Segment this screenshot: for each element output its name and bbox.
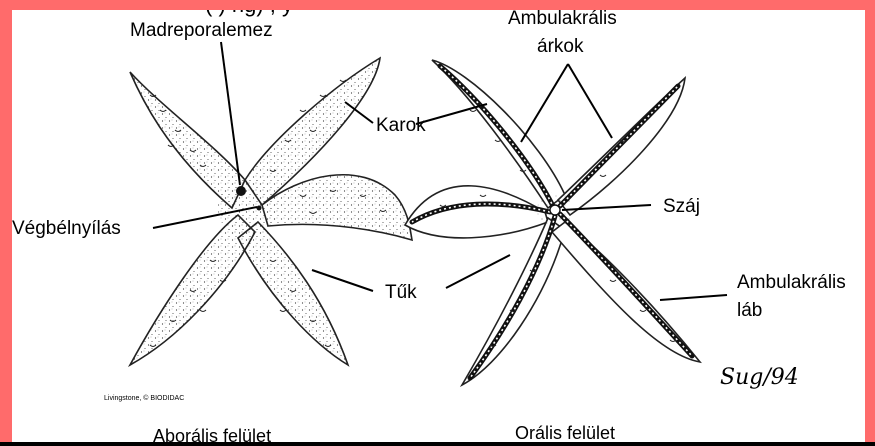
leader-arms-oral — [416, 104, 487, 124]
credit-text: Livingstone, © BIODIDAC — [104, 395, 184, 402]
aboral-arm-lower-left — [130, 215, 255, 365]
aboral-starfish — [130, 58, 412, 365]
aboral-arm-lower-right — [238, 222, 348, 365]
leader-lines — [153, 42, 727, 300]
label-tube-feet-line1: Ambulakrális — [737, 272, 846, 293]
label-arms: Karok — [376, 115, 426, 136]
caption-oral: Orális felület — [515, 423, 615, 444]
madreporite-plate — [236, 186, 246, 196]
anus-dot — [257, 206, 262, 211]
label-tube-feet-line2: láb — [737, 300, 762, 321]
leader-grooves-left — [521, 64, 568, 142]
oral-arm-upper-left — [432, 60, 565, 208]
label-spines: Tűk — [385, 282, 417, 303]
header-fragment: ( ) ng) , y — [205, 10, 293, 17]
leader-spines-oral — [446, 255, 510, 288]
bottom-border — [0, 442, 875, 446]
oral-arm-left — [405, 186, 548, 238]
mouth-opening — [550, 205, 560, 215]
label-mouth: Száj — [663, 196, 700, 217]
oral-arm-lower-left — [462, 218, 565, 385]
diagram-panel: ( ) ng) , y — [12, 10, 865, 446]
artist-signature: Sug/94 — [720, 365, 799, 390]
label-ambulacral-grooves-line1: Ambulakrális — [508, 10, 617, 29]
leader-tube-feet — [660, 295, 727, 300]
oral-starfish — [405, 60, 700, 385]
label-madreporite: Madreporalemez — [130, 20, 273, 41]
label-anus: Végbélnyílás — [12, 218, 121, 239]
leader-spines-aboral — [312, 270, 373, 291]
leader-grooves-right — [568, 64, 612, 138]
label-ambulacral-grooves-line2: árkok — [537, 36, 583, 57]
